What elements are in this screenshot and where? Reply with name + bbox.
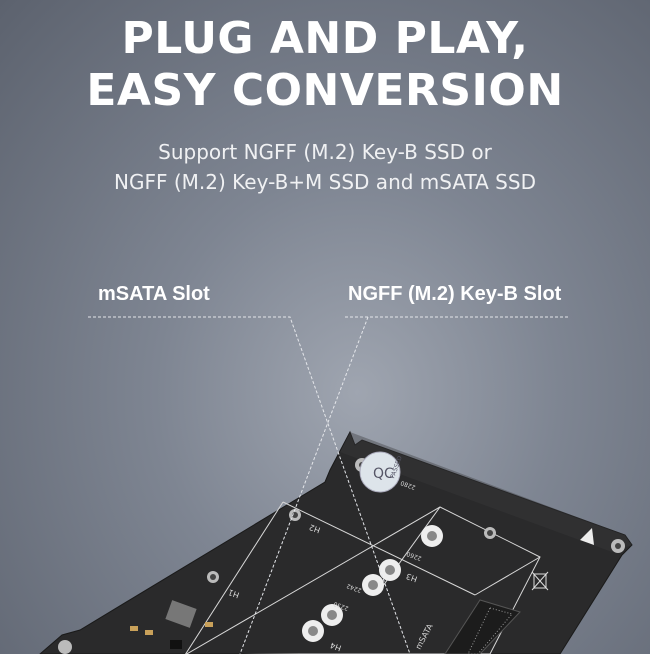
weee-bin-icon xyxy=(531,571,549,591)
label-h3: H3 xyxy=(405,571,419,583)
label-2242: 2242 xyxy=(346,582,363,594)
label-h2: H2 xyxy=(308,522,322,534)
label-2230: 2230 xyxy=(333,600,350,612)
label-2280: 2280 xyxy=(400,479,417,491)
msata-slot-label: mSATA Slot xyxy=(98,283,210,305)
qc-badge: QC PASSED xyxy=(359,451,404,493)
subtitle-line-1: Support NGFF (M.2) Key-B SSD or xyxy=(158,140,492,164)
subtitle-line-2: NGFF (M.2) Key-B+M SSD and mSATA SSD xyxy=(114,170,536,194)
pcb-board xyxy=(39,430,633,654)
headline-line-2: EASY CONVERSION xyxy=(86,65,564,116)
esd-warning-icon xyxy=(580,528,594,545)
label-2260: 2260 xyxy=(406,550,423,562)
label-h1: H1 xyxy=(227,587,241,599)
qc-badge-text: QC xyxy=(373,466,394,482)
ngff-slot-label: NGFF (M.2) Key-B Slot xyxy=(348,283,562,305)
label-h4: H4 xyxy=(329,640,343,652)
warning-icons xyxy=(531,528,594,591)
headline-line-1: PLUG AND PLAY, xyxy=(121,13,529,64)
callout-lines xyxy=(88,316,570,654)
msata-connector xyxy=(444,599,521,654)
components xyxy=(130,600,213,649)
